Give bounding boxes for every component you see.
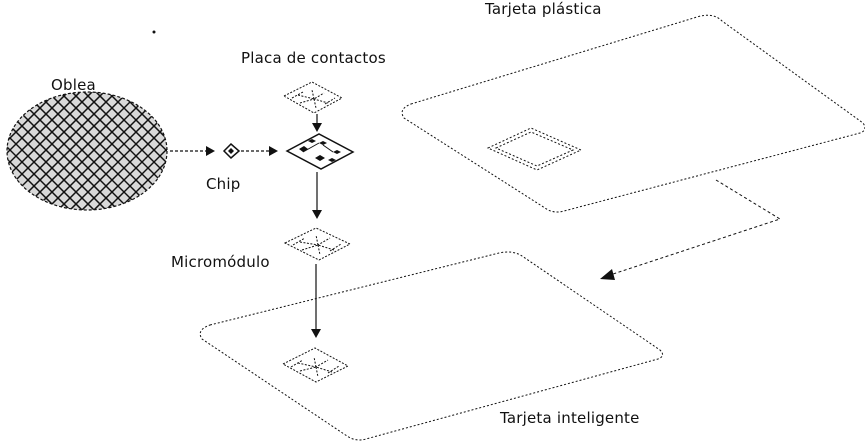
arrow-chip-to-module	[241, 146, 278, 156]
micromodule-shape	[283, 227, 352, 261]
label-smart-card: Tarjeta inteligente	[500, 409, 640, 427]
chip-shape	[222, 142, 241, 160]
label-contact-plate: Placa de contactos	[241, 49, 386, 67]
label-chip: Chip	[206, 175, 241, 193]
label-micromodule: Micromódulo	[171, 253, 270, 271]
smart-card-chip-shape	[281, 347, 350, 383]
contact-plate-shape	[282, 81, 344, 114]
assembled-module-shape	[285, 133, 355, 170]
stray-dot	[152, 30, 156, 34]
plastic-card-shape	[401, 14, 865, 213]
label-wafer: Oblea	[51, 76, 96, 94]
arrow-plate-to-module	[312, 114, 322, 132]
arrow-wafer-to-chip	[170, 146, 215, 156]
arrow-micromodule-to-card	[311, 264, 321, 338]
arrow-plastic-to-smart-card	[600, 179, 782, 280]
label-plastic-card: Tarjeta plástica	[485, 0, 602, 18]
smart-card-shape	[199, 251, 664, 441]
arrow-module-to-micromodule	[312, 172, 322, 219]
